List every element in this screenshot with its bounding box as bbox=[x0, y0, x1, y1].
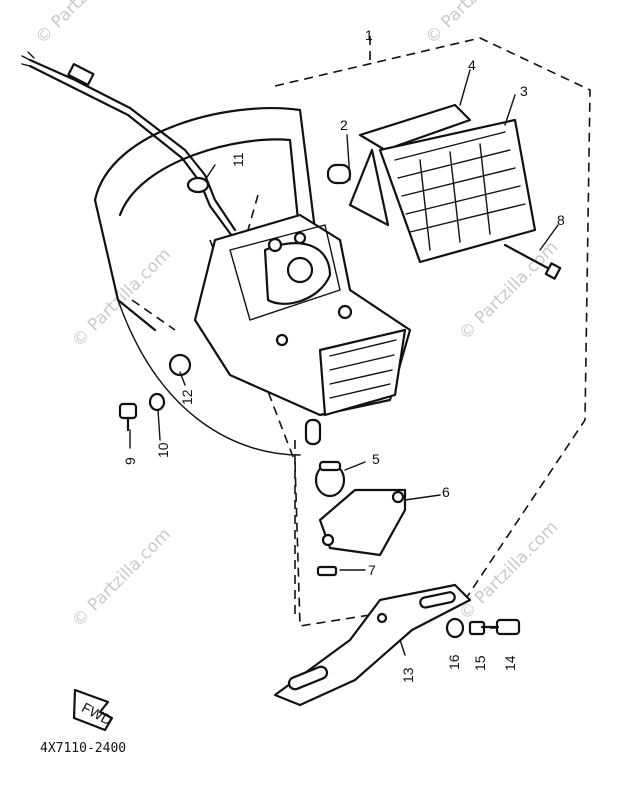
callout-1: 1 bbox=[365, 27, 373, 43]
callout-14: 14 bbox=[502, 655, 518, 671]
rear-fender bbox=[93, 107, 317, 456]
watermark-text: © Partzilla.com bbox=[68, 244, 175, 351]
hardware bbox=[118, 392, 521, 639]
watermark-text: © Partzilla.com bbox=[68, 524, 175, 631]
assembly-outline bbox=[209, 37, 591, 627]
callout-13: 13 bbox=[400, 667, 416, 683]
wire-harness bbox=[21, 51, 237, 238]
turn-signal bbox=[326, 103, 562, 280]
fwd-arrow: FWD bbox=[72, 688, 115, 732]
diagram-code: 4X7110-2400 bbox=[40, 741, 126, 756]
callout-15: 15 bbox=[472, 655, 488, 671]
callout-12: 12 bbox=[179, 389, 195, 405]
callout-4: 4 bbox=[468, 57, 476, 73]
watermark-text: © Partzilla.com bbox=[422, 0, 529, 48]
callout-16: 16 bbox=[446, 654, 462, 670]
callout-9: 9 bbox=[122, 457, 138, 465]
watermark-text: © Partzilla.com bbox=[32, 0, 139, 48]
callout-leaders bbox=[129, 69, 559, 656]
callout-10: 10 bbox=[155, 442, 171, 458]
watermark-text: © Partzilla.com bbox=[455, 237, 562, 344]
license-light bbox=[314, 460, 407, 577]
license-bracket bbox=[273, 583, 472, 707]
leader-12 bbox=[131, 299, 176, 331]
callout-2: 2 bbox=[340, 117, 348, 133]
taillight-housing bbox=[168, 213, 412, 446]
callouts: 1 2 3 4 5 6 7 8 9 10 11 12 13 14 15 16 bbox=[122, 27, 565, 683]
callout-6: 6 bbox=[442, 484, 450, 500]
callout-11: 11 bbox=[230, 152, 246, 167]
leader-11 bbox=[247, 194, 259, 231]
callout-7: 7 bbox=[368, 562, 376, 578]
callout-3: 3 bbox=[520, 83, 528, 99]
callout-5: 5 bbox=[372, 451, 380, 467]
callout-8: 8 bbox=[557, 212, 565, 228]
